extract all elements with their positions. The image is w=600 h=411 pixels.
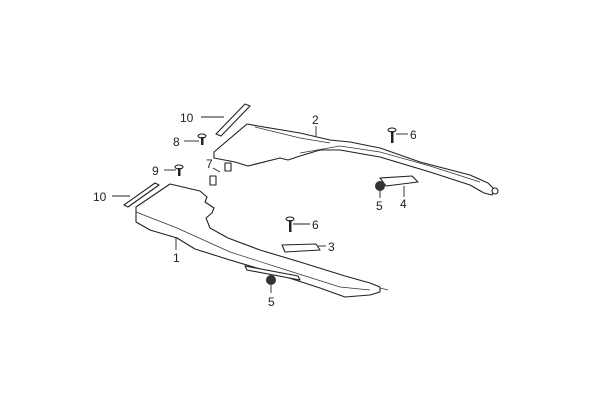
callout-9: 9: [152, 164, 159, 178]
callout-7: 7: [206, 157, 213, 171]
bolt-upper: [387, 127, 397, 143]
plate-3: [281, 243, 321, 253]
callout-2: 2: [312, 113, 319, 127]
callout-8: 8: [173, 135, 180, 149]
strip-upper: [215, 103, 251, 137]
plate-4: [379, 175, 419, 187]
callout-3: 3: [328, 240, 335, 254]
nut-lower: [266, 275, 276, 285]
callout-4: 4: [400, 197, 407, 211]
bolt-9: [174, 164, 184, 176]
bolt-8: [197, 133, 207, 145]
rear-rail-right: [213, 123, 499, 196]
bolt-lower: [285, 216, 295, 232]
rear-rail-left: [135, 183, 389, 298]
callout-10-upper: 10: [180, 111, 194, 125]
strip-lower: [123, 182, 160, 208]
callout-5-lower: 5: [268, 295, 275, 309]
callout-5-upper: 5: [376, 199, 383, 213]
callout-6-lower: 6: [312, 218, 319, 232]
callout-6-upper: 6: [410, 128, 417, 142]
callout-10-lower: 10: [93, 190, 107, 204]
collar-7: [209, 162, 232, 186]
nut-upper: [375, 181, 385, 191]
callout-1: 1: [173, 251, 180, 265]
